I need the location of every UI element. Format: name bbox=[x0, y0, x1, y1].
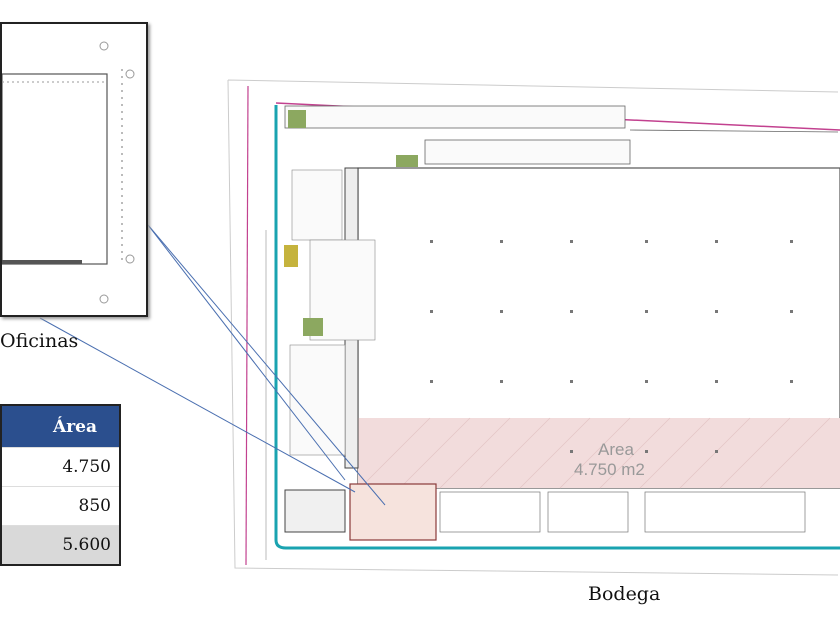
row-value: 850 bbox=[2, 486, 120, 526]
column-grid bbox=[430, 240, 793, 453]
access-road bbox=[274, 105, 840, 550]
row-value: 5.600 bbox=[2, 525, 120, 565]
property-line bbox=[245, 85, 249, 566]
area-highlight bbox=[358, 418, 840, 488]
row-value: 4.750 bbox=[2, 447, 120, 487]
row-name bbox=[1, 486, 2, 526]
area-table: Área 4.750 850 5.600 bbox=[0, 404, 121, 566]
callout-lines bbox=[39, 224, 386, 506]
table-row-total: 5.600 bbox=[1, 525, 120, 565]
site-outline bbox=[227, 79, 839, 576]
table-header: Área bbox=[1, 405, 120, 448]
offices-label: Oficinas bbox=[0, 330, 79, 352]
row-name bbox=[1, 447, 2, 487]
bottom-docks bbox=[439, 491, 806, 533]
office-block bbox=[349, 483, 437, 541]
row-name bbox=[1, 525, 2, 565]
office-detail-drawing bbox=[1, 41, 135, 304]
header-area: Área bbox=[1, 405, 120, 448]
office-detail-inset bbox=[0, 22, 148, 317]
annex-block bbox=[284, 489, 346, 533]
area-label: Area bbox=[598, 440, 634, 459]
warehouse-label: Bodega bbox=[588, 583, 661, 605]
table-row: 850 bbox=[1, 486, 120, 526]
area-value: 4.750 m2 bbox=[574, 460, 645, 479]
top-docks bbox=[284, 105, 626, 129]
table-row: 4.750 bbox=[1, 447, 120, 487]
